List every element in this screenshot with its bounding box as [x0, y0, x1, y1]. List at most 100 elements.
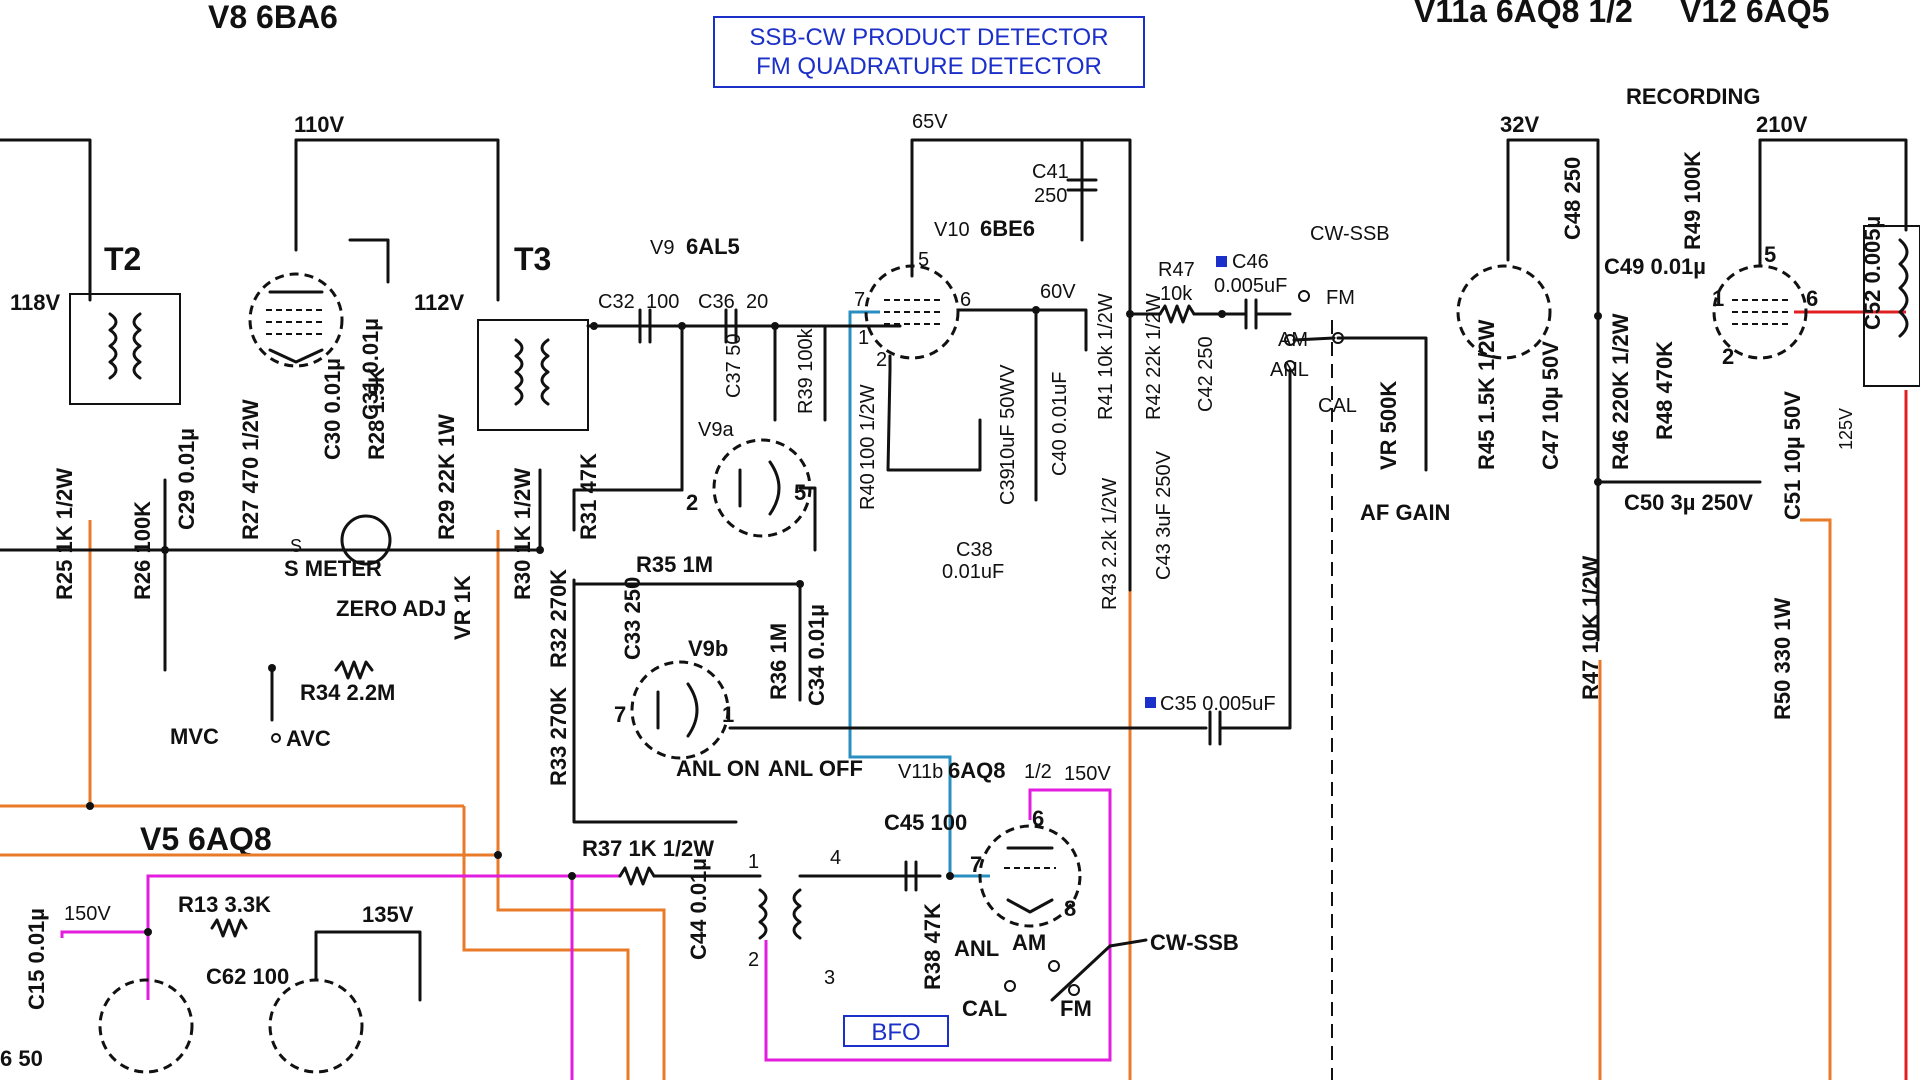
pin-v10-2: 2	[876, 349, 887, 371]
voltage-210v: 210V	[1756, 112, 1808, 137]
v11b-half: 1/2	[1024, 761, 1052, 783]
c34-label: C34 0.01µ	[804, 604, 829, 706]
r39-label: R39 100k	[795, 327, 817, 414]
voltage-118v: 118V	[10, 290, 60, 315]
r47a-value: 10k	[1160, 283, 1193, 305]
v10-type: 6BE6	[980, 216, 1035, 241]
c35-marker	[1145, 697, 1156, 708]
r47a-label: R47	[1158, 259, 1195, 281]
c41-label: C41	[1032, 161, 1069, 183]
voltage-60v: 60V	[1040, 281, 1076, 303]
fm-label: FM	[1326, 287, 1355, 309]
r28-label: R28 1.5K	[364, 367, 389, 460]
c46-value: 0.005uF	[1214, 275, 1287, 297]
c46-marker	[1216, 256, 1227, 267]
mode-switch-top: CW-SSB FM AM ANL CAL	[1270, 223, 1428, 417]
v11b-type: 6AQ8	[948, 758, 1005, 783]
t2-label: T2	[104, 241, 141, 277]
af-gain-label: AF GAIN	[1360, 500, 1450, 525]
af-gain: AF GAIN VR 500K	[1360, 358, 1450, 525]
v8-stage: T2 T3 118V 110V 112V S METER ZERO ADJ S …	[0, 112, 589, 751]
c49-label: C49 0.01µ	[1604, 254, 1706, 279]
r34-label: R34 2.2M	[300, 680, 395, 705]
tube-label-v12: V12 6AQ5	[1680, 0, 1829, 29]
anl-b-label: ANL	[954, 936, 999, 961]
title-line-2: FM QUADRATURE DETECTOR	[756, 53, 1102, 80]
anl-off-label: ANL OFF	[768, 756, 863, 781]
r49-label: R49 100K	[1680, 151, 1705, 250]
c39-label: C39	[997, 468, 1019, 505]
c32-label: C32	[598, 291, 635, 313]
c30-label: C30 0.01µ	[320, 358, 345, 460]
pin-v10-7: 7	[854, 289, 865, 311]
recording-label: RECORDING	[1626, 84, 1760, 109]
pin-v9a-5: 5	[794, 480, 806, 505]
r29-label: R29 22K 1W	[434, 414, 459, 540]
r46-label: R46 220K 1/2W	[1608, 313, 1633, 470]
r13-label: R13 3.3K	[178, 892, 271, 917]
anl-on-label: ANL ON	[676, 756, 760, 781]
voltage-135v: 135V	[362, 902, 414, 927]
r26-label: R26 100K	[130, 501, 155, 600]
r40-label: R40	[857, 473, 879, 510]
voltage-65v: 65V	[912, 111, 948, 133]
cw-ssb-bottom-label: CW-SSB	[1150, 930, 1239, 955]
pin-bfo-1: 1	[748, 851, 759, 873]
voltage-110v: 110V	[294, 112, 344, 137]
zero-adj-label: ZERO ADJ	[336, 596, 446, 621]
vr500k-label: VR 500K	[1376, 381, 1401, 470]
c38-label: C38	[956, 539, 993, 561]
r37-label: R37 1K 1/2W	[582, 836, 714, 861]
title-line-1: SSB-CW PRODUCT DETECTOR	[749, 24, 1108, 51]
c43-label: C43 3uF 250V	[1153, 450, 1175, 580]
r31-label: R31 47K	[576, 453, 601, 540]
pin-v10-6: 6	[960, 289, 971, 311]
r32-label: R32 270K	[546, 569, 571, 668]
c31-label: C31 0.01µ	[358, 318, 383, 420]
v11b-label: V11b	[898, 761, 943, 783]
v9-stage: V9 6AL5 C32 100 C36 20 C37 50 R39 100k V…	[546, 234, 1202, 824]
pin-v12-2: 2	[1722, 344, 1734, 369]
pin-bfo-2: 2	[748, 949, 759, 971]
v9a-label: V9a	[698, 419, 734, 441]
pin-v11b-6: 6	[1032, 806, 1044, 831]
c36-label: C36	[698, 291, 735, 313]
pin-v12-5: 5	[1764, 242, 1776, 267]
voltage-125v: 125V	[1836, 408, 1856, 450]
c39-value: 10uF 50WV	[997, 364, 1019, 470]
red-wires	[1794, 310, 1908, 1080]
c48-label: C48 250	[1560, 157, 1585, 240]
fm-b-label: FM	[1060, 996, 1092, 1021]
mvc-label: MVC	[170, 724, 219, 749]
c50-label: C50 3µ 250V	[1624, 490, 1753, 515]
c15-label: C15 0.01µ	[24, 908, 49, 1010]
pin-v12-1: 1	[1712, 286, 1724, 311]
voltage-112v: 112V	[414, 290, 464, 315]
pin-v12-6: 6	[1806, 286, 1818, 311]
pin-v10-5: 5	[918, 249, 929, 271]
r38-label: R38 47K	[920, 903, 945, 990]
bfo-box	[843, 1015, 949, 1047]
c44-label: C44 0.01µ	[686, 858, 711, 960]
r30-label: R30 1K 1/2W	[510, 468, 535, 600]
tube-label-v11a: V11a 6AQ8 1/2	[1414, 0, 1633, 29]
r48-label: R48 470K	[1652, 341, 1677, 440]
v11a-stage: 32V C48 250 R45 1.5K 1/2W C47 10µ 50V R4…	[1456, 112, 1762, 700]
tube-label-v5: V5 6AQ8	[140, 821, 272, 857]
tube-label-v8: V8 6BA6	[208, 0, 338, 35]
r50-label: R50 330 1W	[1770, 597, 1795, 720]
r27-label: R27 470 1/2W	[238, 399, 263, 540]
c62-label: C62 100	[206, 964, 289, 989]
s-letter: S	[290, 536, 302, 556]
c37-label: C37 50	[723, 334, 745, 399]
r45-label: R45 1.5K 1/2W	[1474, 319, 1499, 470]
pin-bfo-3: 3	[824, 967, 835, 989]
v9b-label: V9b	[688, 636, 728, 661]
voltage-150v-b: 150V	[1064, 763, 1111, 785]
pin-v11b-8: 8	[1064, 896, 1076, 921]
pin-bfo-4: 4	[830, 847, 841, 869]
c42-label: C42 250	[1195, 336, 1217, 412]
six-fifty-label: 6 50	[0, 1046, 43, 1071]
s-meter-label: S METER	[284, 556, 382, 581]
